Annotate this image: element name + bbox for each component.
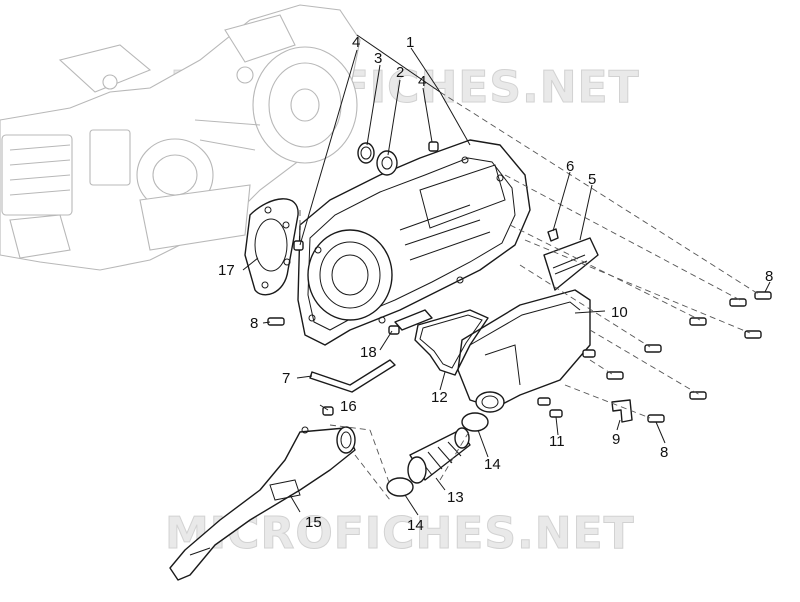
callout-8-left: 8 (250, 315, 258, 332)
callout-9: 9 (612, 431, 620, 448)
callout-18: 18 (360, 344, 377, 361)
dowel-pin-lower (293, 240, 304, 251)
callout-8-right: 8 (765, 268, 773, 285)
callout-labels: 1 2 3 4 4 5 6 7 8 8 8 9 10 11 12 13 14 1… (218, 34, 773, 534)
callout-5: 5 (588, 171, 596, 188)
callout-4-upper-right: 4 (418, 73, 426, 90)
callout-17: 17 (218, 262, 235, 279)
hose-clamp-lower (386, 477, 414, 497)
callout-6: 6 (566, 158, 574, 175)
bellows-part (407, 427, 471, 484)
callout-2: 2 (396, 64, 404, 81)
callout-3: 3 (374, 50, 382, 67)
callout-13: 13 (447, 489, 464, 506)
gasket-part (414, 309, 489, 376)
bracket-part (611, 399, 633, 423)
callout-14-lower: 14 (407, 517, 424, 534)
cooling-duct-icon (169, 426, 356, 581)
callout-16: 16 (340, 398, 357, 415)
engine-assembly-icon (0, 4, 361, 271)
callout-15: 15 (305, 514, 322, 531)
screws (267, 291, 772, 423)
brand-badge-icon (543, 237, 599, 291)
rod-part (309, 359, 396, 393)
callout-14-upper: 14 (484, 456, 501, 473)
callout-7: 7 (282, 370, 290, 387)
hose-clamp-upper (461, 412, 489, 432)
callout-1: 1 (406, 34, 414, 51)
callout-4-upper-left: 4 (352, 34, 360, 51)
assembly-lines (299, 91, 761, 501)
callout-12: 12 (431, 389, 448, 406)
callout-8-bottom: 8 (660, 444, 668, 461)
callout-11: 11 (549, 433, 565, 450)
bearing-part (376, 150, 398, 176)
callout-10: 10 (611, 304, 628, 321)
seal-plate-part (244, 198, 299, 296)
transmission-cover-icon (297, 139, 531, 346)
seal-ring-part (357, 142, 375, 164)
air-cover-part (457, 289, 591, 413)
leader-lines (242, 34, 771, 516)
dowel-pin-upper (428, 141, 439, 152)
